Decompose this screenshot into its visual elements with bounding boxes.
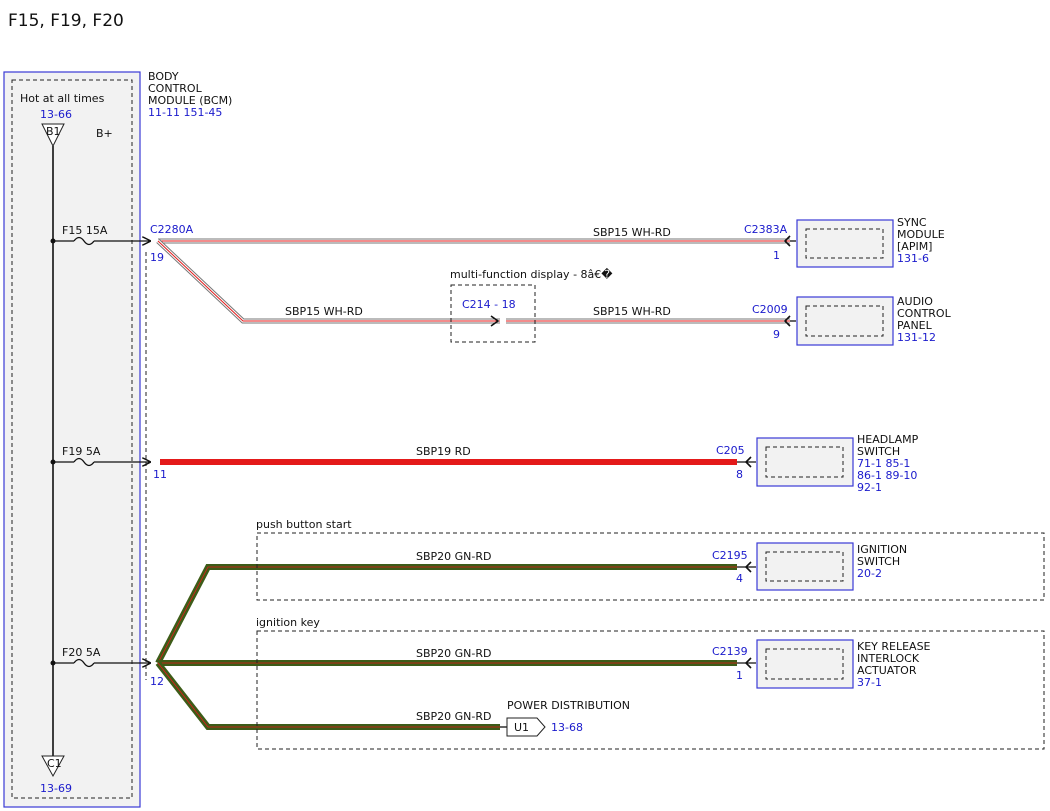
sync-pin: 1: [773, 249, 780, 262]
connector-arrow-icon: [744, 561, 752, 573]
connector-arrow-icon: [744, 456, 752, 468]
component-audio-control-panel[interactable]: C2009 9 AUDIO CONTROL PANEL 131-12: [752, 295, 952, 346]
sync-name-line1: SYNC: [897, 216, 927, 229]
audio-pin: 9: [773, 328, 780, 341]
ignition-name-line2: SWITCH: [857, 555, 900, 568]
headlamp-name-line2: SWITCH: [857, 445, 900, 458]
bcm-bottom-terminal: C1: [47, 757, 62, 770]
bcm-bplus: B+: [96, 127, 113, 140]
group-label-push-button: push button start: [256, 518, 352, 531]
headlamp-pin: 8: [736, 468, 743, 481]
bcm-name-line3: MODULE (BCM): [148, 94, 232, 107]
component-sync-module[interactable]: C2383A 1 SYNC MODULE [APIM] 131-6: [744, 216, 945, 268]
keyrelease-pin: 1: [736, 669, 743, 682]
sync-name-line2: MODULE: [897, 228, 945, 241]
wire-sbp20-group: [155, 564, 737, 730]
wire-sbp15-audio: [156, 239, 790, 324]
group-box-push-button: [256, 532, 1045, 601]
wire-label-sync: SBP15 WH-RD: [593, 226, 671, 239]
bcm-name-line1: BODY: [148, 70, 179, 83]
fuse-f19: F19 5A: [50, 445, 151, 467]
audio-name-line1: AUDIO: [897, 295, 933, 308]
connector-arrow-icon: [783, 235, 791, 247]
pin-19: 19: [150, 251, 164, 264]
sync-connector[interactable]: C2383A: [744, 223, 788, 236]
group-box-ignition-key: [256, 630, 1045, 750]
sync-name-line3: [APIM]: [897, 240, 932, 253]
group-label-ignition-key: ignition key: [256, 616, 320, 629]
bcm-top-ref[interactable]: 13-66: [40, 108, 72, 121]
page-title: F15, F19, F20: [8, 11, 124, 31]
wire-label-key-release: SBP20 GN-RD: [416, 647, 492, 660]
audio-ref[interactable]: 131-12: [897, 331, 936, 344]
wire-label-audio-left: SBP15 WH-RD: [285, 305, 363, 318]
power-distribution-label: POWER DISTRIBUTION: [507, 699, 630, 712]
connector-arrow-icon: [744, 657, 752, 669]
connector-arrow-icon: [490, 315, 500, 327]
wire-label-headlamp: SBP19 RD: [416, 445, 471, 458]
b1-terminal-icon: [41, 123, 65, 148]
bcm-top-terminal: B1: [46, 125, 61, 138]
power-distribution-ref[interactable]: 13-68: [551, 721, 583, 734]
fuse-icon: [73, 236, 95, 246]
mfd-inline-connector: multi-function display - 8â€� C214 - 18: [450, 268, 613, 343]
pin-11: 11: [153, 468, 167, 481]
fuse-f20-label: F20 5A: [62, 646, 101, 659]
ignition-name-line1: IGNITION: [857, 543, 907, 556]
ignition-connector[interactable]: C2195: [712, 549, 748, 562]
ignition-ref[interactable]: 20-2: [857, 567, 882, 580]
power-distribution[interactable]: U1 POWER DISTRIBUTION 13-68: [500, 699, 630, 737]
fuse-icon: [73, 457, 95, 467]
sync-ref[interactable]: 131-6: [897, 252, 929, 265]
keyrelease-name-line1: KEY RELEASE: [857, 640, 931, 653]
fuse-f20: F20 5A: [50, 646, 151, 668]
wire-label-power-dist: SBP20 GN-RD: [416, 710, 492, 723]
audio-connector[interactable]: C2009: [752, 303, 788, 316]
connector-arrow-icon: [783, 315, 791, 327]
component-ignition-switch[interactable]: C2195 4 IGNITION SWITCH 20-2: [712, 542, 907, 591]
bcm-name-line2: CONTROL: [148, 82, 203, 95]
bcm-hot-label: Hot at all times: [20, 92, 105, 105]
mfd-connector[interactable]: C214 - 18: [462, 298, 516, 311]
fuse-f15: F15 15A: [50, 224, 151, 246]
headlamp-name-line1: HEADLAMP: [857, 433, 919, 446]
mfd-label: multi-function display - 8â€�: [450, 268, 613, 281]
keyrelease-name-line3: ACTUATOR: [857, 664, 917, 677]
wire-label-audio-right: SBP15 WH-RD: [593, 305, 671, 318]
pin-12: 12: [150, 675, 164, 688]
headlamp-connector[interactable]: C205: [716, 444, 745, 457]
fuse-f15-label: F15 15A: [62, 224, 108, 237]
u1-label: U1: [514, 721, 529, 734]
u1-connector-icon: [506, 717, 546, 737]
c1-terminal-icon: [41, 755, 65, 778]
ignition-pin: 4: [736, 572, 743, 585]
bcm-module: Hot at all times 13-66 B1 B+ C1 13-69 BO…: [3, 70, 232, 808]
keyrelease-name-line2: INTERLOCK: [857, 652, 920, 665]
audio-name-line3: PANEL: [897, 319, 933, 332]
bcm-refs[interactable]: 11-11 151-45: [148, 106, 222, 119]
keyrelease-connector[interactable]: C2139: [712, 645, 748, 658]
keyrelease-ref[interactable]: 37-1: [857, 676, 882, 689]
fuse-f19-label: F19 5A: [62, 445, 101, 458]
headlamp-ref-2[interactable]: 86-1 89-10: [857, 469, 917, 482]
headlamp-ref-1[interactable]: 71-1 85-1: [857, 457, 910, 470]
fuse-icon: [73, 658, 95, 668]
headlamp-ref-3[interactable]: 92-1: [857, 481, 882, 494]
connector-c2280a[interactable]: C2280A: [150, 223, 194, 236]
component-key-release-actuator[interactable]: C2139 1 KEY RELEASE INTERLOCK ACTUATOR 3…: [712, 639, 931, 689]
bcm-bottom-ref[interactable]: 13-69: [40, 782, 72, 795]
component-headlamp-switch[interactable]: C205 8 HEADLAMP SWITCH 71-1 85-1 86-1 89…: [716, 433, 919, 494]
audio-name-line2: CONTROL: [897, 307, 952, 320]
wire-label-ignition-switch: SBP20 GN-RD: [416, 550, 492, 563]
